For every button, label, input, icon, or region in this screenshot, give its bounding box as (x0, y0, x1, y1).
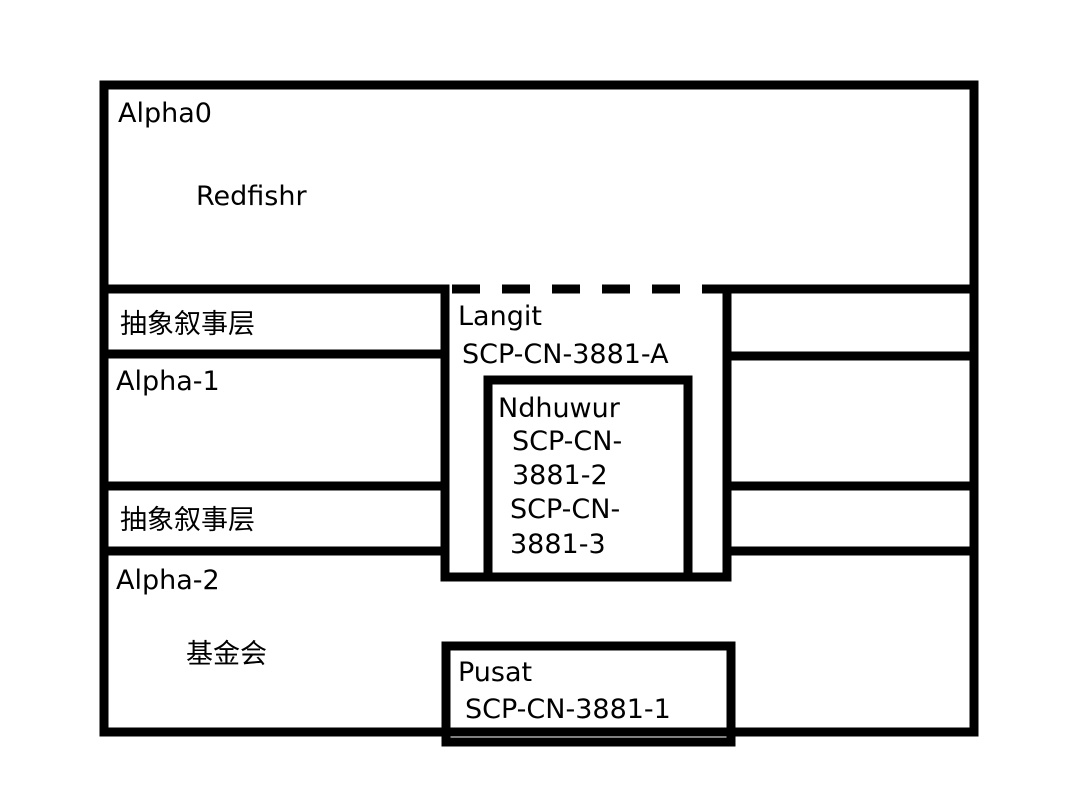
ndhuwur-code3-line1: SCP-CN- (510, 494, 620, 525)
outer-frame-alpha0 (99, 80, 979, 737)
pusat-box (441, 641, 736, 747)
alpha0-label: Alpha0 (118, 98, 212, 129)
alpha2-label: Alpha-2 (116, 565, 220, 596)
redfishr-label: Redfishr (196, 181, 307, 212)
narrative-layer-label-2: 抽象叙事层 (120, 505, 255, 536)
alpha1-label: Alpha-1 (116, 366, 220, 397)
narrative-layer-label-1: 抽象叙事层 (120, 309, 255, 340)
foundation-label: 基金会 (186, 639, 267, 670)
pusat-title: Pusat (458, 657, 532, 688)
ndhuwur-box (483, 375, 693, 582)
langit-title: Langit (458, 301, 542, 332)
langit-box (440, 284, 732, 582)
ndhuwur-title: Ndhuwur (498, 393, 621, 424)
ndhuwur-code2-line1: SCP-CN- (512, 426, 622, 457)
langit-code: SCP-CN-3881-A (462, 339, 669, 370)
ndhuwur-code3-line2: 3881-3 (510, 529, 606, 560)
pusat-code: SCP-CN-3881-1 (465, 694, 671, 725)
ndhuwur-code2-line2: 3881-2 (512, 460, 608, 491)
